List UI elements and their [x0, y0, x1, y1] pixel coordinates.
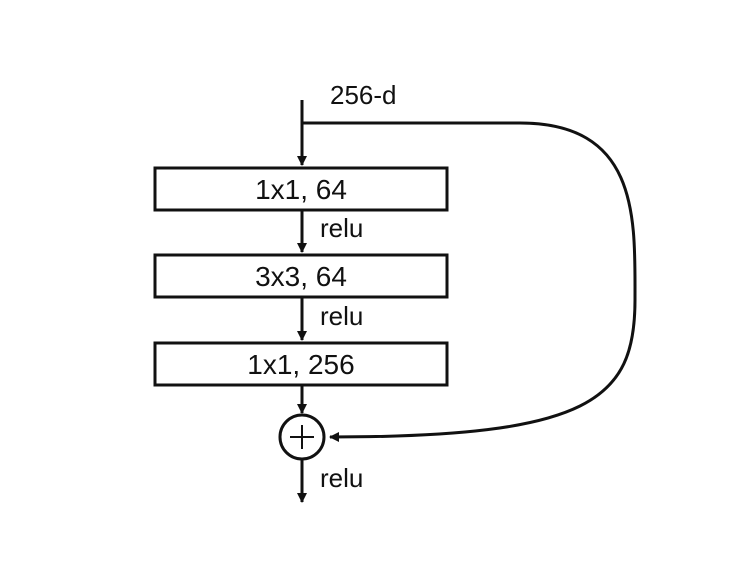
relu-label-3: relu: [320, 463, 363, 493]
relu-label-1: relu: [320, 213, 363, 243]
plus-icon: [290, 425, 314, 449]
layer-label-2: 3x3, 64: [255, 261, 347, 292]
layer-box-1x1-64: [153, 166, 449, 212]
layer-label-3: 1x1, 256: [247, 349, 354, 380]
layer-box-1x1-256: [153, 341, 449, 387]
layer-label-1: 1x1, 64: [255, 174, 347, 205]
relu-label-2: relu: [320, 301, 363, 331]
skip-connection-arrow: [302, 121, 637, 442]
input-dimension-label: 256-d: [330, 80, 397, 110]
layer-box-3x3-64: [153, 253, 449, 299]
